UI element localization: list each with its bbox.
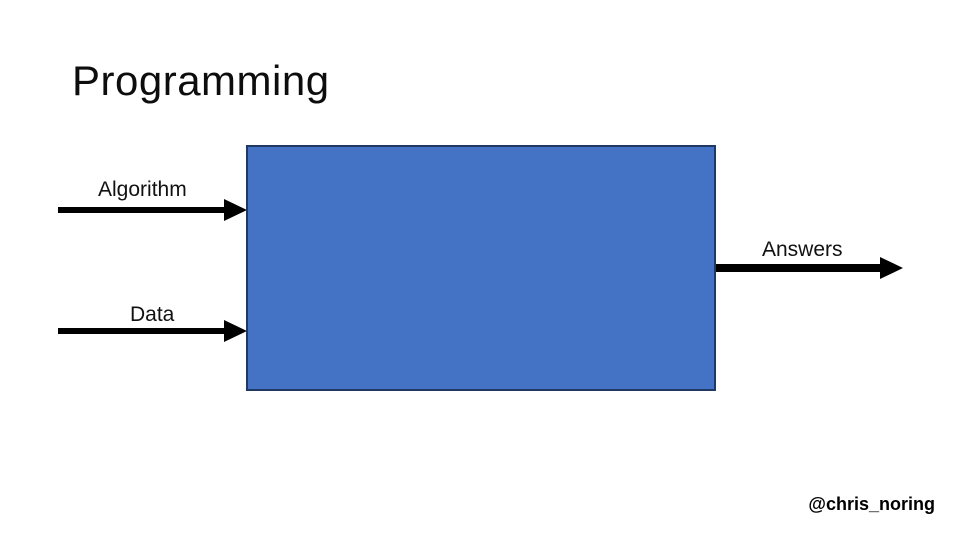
input-label-data: Data [130,303,175,326]
arrow-right-icon [224,320,247,342]
arrow-right-icon [880,257,903,279]
process-box [246,145,716,391]
output-label-answers: Answers [762,238,843,261]
author-handle: @chris_noring [808,494,935,514]
arrow-shaft [716,264,882,272]
arrow-shaft [58,207,228,213]
arrow-right-icon [224,199,247,221]
input-label-algorithm: Algorithm [98,178,187,201]
slide-title: Programming [72,57,330,104]
arrow-shaft [58,328,228,334]
